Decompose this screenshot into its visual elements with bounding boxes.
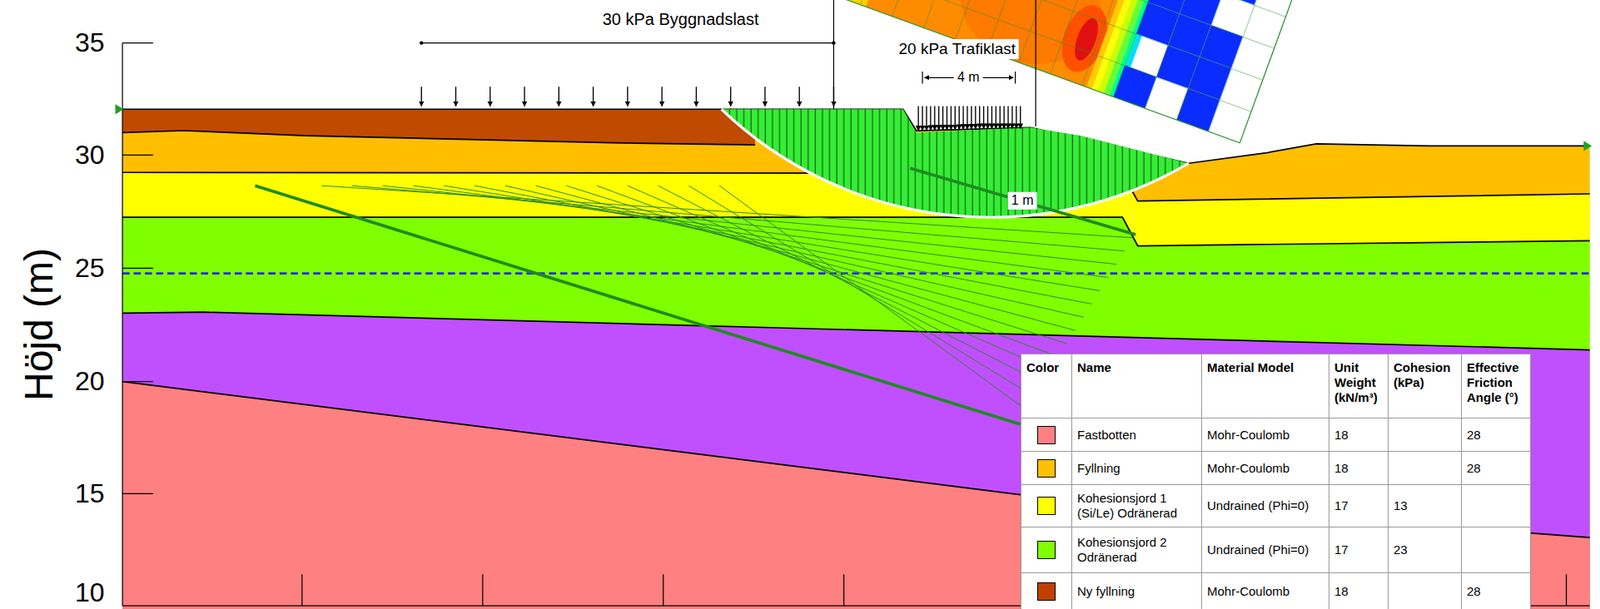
table-cell: 18 [1334,427,1349,443]
table-header: Cohesion (kPa) [1393,360,1451,390]
traffic-load-arrow [978,106,980,130]
building-load-arrow [592,86,594,106]
traffic-load-arrow [950,106,952,130]
legend-swatch [1037,582,1056,602]
table-cell: 13 [1393,498,1408,513]
table-cell: 28 [1466,584,1481,599]
table-cell: 28 [1466,461,1481,476]
table-header: Name [1077,360,1112,375]
traffic-load-arrow [938,106,940,131]
anchor-line [909,168,1136,235]
table-cell: Undrained (Phi=0) [1207,498,1309,513]
search-grid [760,0,1355,144]
dimension-label: 4 m [954,69,984,86]
traffic-load-arrow [929,106,931,131]
table-header: Color [1026,360,1059,375]
table-cell: Undrained (Phi=0) [1207,542,1309,557]
axis-tick-label: 15 [74,478,105,510]
traffic-load-arrow [925,106,927,131]
traffic-load-arrow [987,106,989,130]
hatch-line [719,185,1027,411]
load-label: 30 kPa Byggnadslast [602,9,760,30]
traffic-load-arrow [1011,106,1013,130]
building-load-arrow [660,86,662,106]
traffic-load-arrow [1007,106,1009,130]
traffic-load-arrow [942,106,944,131]
new-fill-layer [122,109,756,145]
traffic-load-arrow [954,106,956,130]
traffic-load-arrow [962,106,964,130]
legend-text: Ny fyllning [1077,584,1135,599]
traffic-load-arrow [991,106,993,130]
table-header: Unit Weight (kN/m³) [1334,360,1378,405]
traffic-load-arrow [921,106,923,131]
traffic-load-arrow [995,106,997,130]
traffic-load-arrow [983,106,984,130]
building-load-arrow [523,86,525,106]
axis-tick-label: 25 [74,253,105,284]
hatch-lines [321,185,1133,411]
building-load-arrow [455,86,457,106]
table-cell: 18 [1334,461,1349,476]
water-table [122,272,1591,275]
traffic-load-arrow [959,106,960,130]
traffic-load-arrow [918,106,920,131]
legend-swatch [1037,541,1056,560]
traffic-load-arrow [970,106,972,130]
reference-line [833,0,835,110]
table-cell: 17 [1334,542,1349,557]
boundary-marker [115,104,125,115]
building-load-arrow [626,86,628,106]
traffic-load-arrow [1003,106,1004,130]
traffic-load-arrow [946,106,948,130]
legend-text: Kohesionsjord 1 (Si/Le) Odränerad [1077,491,1178,521]
reference-line [1035,0,1037,127]
axis-tick-label: 30 [74,139,105,171]
building-load-arrow [833,86,835,106]
table-cell: Mohr-Coulomb [1207,427,1290,443]
building-load-arrow [489,86,491,106]
building-load-arrow [421,86,423,106]
table-cell: Mohr-Coulomb [1207,461,1290,476]
material-table: Color Name Material Model Unit Weight (kN/m… [1020,353,1531,609]
table-cell: 17 [1334,498,1349,513]
building-load-arrow [695,86,697,106]
anchor-line [254,185,1020,425]
legend-swatch [1037,426,1056,445]
building-load-arrow [764,86,766,106]
axis-tick-label: 20 [74,366,105,398]
dimension-label: 1 m [1008,192,1038,209]
axis-tick-label: 10 [74,576,105,608]
traffic-load-arrow [974,106,976,130]
load-label: 20 kPa Trafiklast [895,39,1019,60]
table-cell: 18 [1334,584,1349,599]
table-cell: 28 [1466,427,1481,443]
legend-text: Kohesionsjord 2 Odränerad [1077,535,1168,565]
axis-tick-label: 35 [74,27,105,59]
table-cell: Mohr-Coulomb [1207,584,1290,599]
traffic-load-arrow [934,106,935,131]
building-load-arrow [558,86,560,106]
building-load-arrow [799,86,800,106]
hatch-line [352,185,1125,251]
load-arrows [421,86,1021,131]
table-header: Effective Friction Angle (°) [1466,360,1520,405]
legend-text: Fyllning [1077,461,1121,476]
legend-swatch [1037,459,1056,478]
axis-title: Höjd (m) [15,248,62,402]
traffic-load-arrow [999,106,1001,130]
boundary-marker [1583,140,1592,151]
traffic-load-arrow [966,106,968,130]
legend-text: Fastbotten [1077,427,1137,443]
traffic-load-arrow [1015,106,1017,130]
legend-swatch [1037,496,1056,516]
traffic-load-arrow [1019,106,1021,130]
building-load-arrow [730,86,731,106]
table-header: Material Model [1207,360,1294,375]
load-extent-line [421,42,834,44]
table-cell: 23 [1393,542,1408,557]
